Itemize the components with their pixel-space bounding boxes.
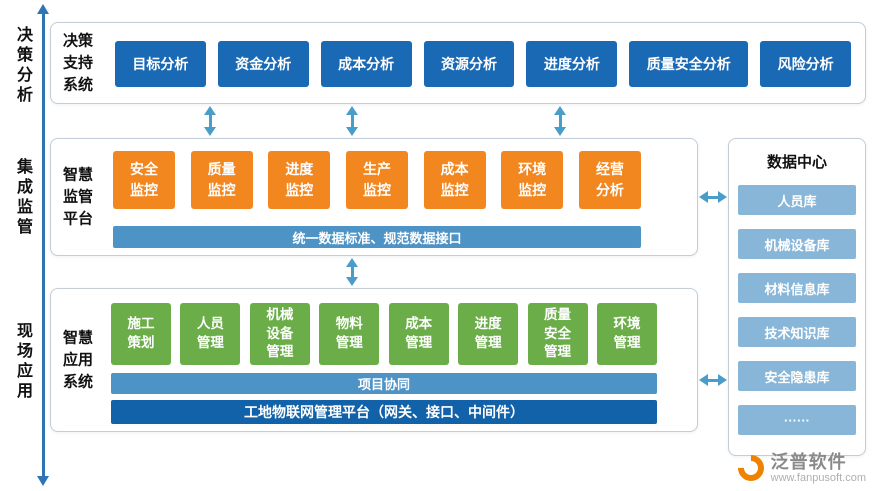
analysis-module-row: 目标分析资金分析成本分析资源分析进度分析质量安全分析风险分析 bbox=[115, 41, 852, 87]
monitor-module: 环境 监控 bbox=[501, 151, 564, 209]
manage-module: 质量 安全 管理 bbox=[527, 303, 588, 365]
analysis-module: 成本分析 bbox=[320, 41, 412, 87]
data-center-panel: 数据中心 人员库机械设备库材料信息库技术知识库安全隐患库 ······ bbox=[728, 138, 866, 456]
side-label-onsite-application: 现场应用 bbox=[14, 322, 31, 402]
monitor-module: 质量 监控 bbox=[190, 151, 253, 209]
smart-application-section-label: 智慧 应用 系统 bbox=[62, 329, 93, 390]
database-item: 技术知识库 bbox=[738, 317, 856, 347]
database-item: 人员库 bbox=[738, 185, 856, 215]
arrow-down-icon bbox=[37, 476, 49, 486]
monitor-module: 成本 监控 bbox=[423, 151, 486, 209]
database-item: 材料信息库 bbox=[738, 273, 856, 303]
data-center-list: 人员库机械设备库材料信息库技术知识库安全隐患库 ······ bbox=[729, 172, 865, 435]
manage-module: 施工 策划 bbox=[111, 303, 171, 365]
watermark-url: www.fanpusoft.com bbox=[770, 472, 866, 485]
double-arrow-horizontal-icon bbox=[699, 374, 727, 387]
database-item: 安全隐患库 bbox=[738, 361, 856, 391]
decision-support-section-label: 决策 支持 系统 bbox=[62, 32, 93, 93]
analysis-module: 资金分析 bbox=[217, 41, 309, 87]
smart-application-section: 智慧 应用 系统 施工 策划人员 管理机械 设备 管理物料 管理成本 管理进度 … bbox=[50, 288, 698, 432]
unified-data-standard-bar: 统一数据标准、规范数据接口 bbox=[113, 226, 641, 248]
database-item: ······ bbox=[738, 405, 856, 435]
double-arrow-vertical-icon bbox=[346, 258, 359, 286]
data-center-title: 数据中心 bbox=[766, 154, 827, 171]
watermark-brand: 泛普软件 bbox=[770, 451, 847, 472]
manage-module: 成本 管理 bbox=[388, 303, 449, 365]
smart-supervision-section: 智慧 监管 平台 安全 监控质量 监控进度 监控生产 监控成本 监控环境 监控经… bbox=[50, 138, 698, 256]
double-arrow-vertical-icon bbox=[554, 106, 567, 136]
analysis-module: 资源分析 bbox=[423, 41, 515, 87]
analysis-module: 进度分析 bbox=[526, 41, 618, 87]
manage-module: 进度 管理 bbox=[458, 303, 519, 365]
monitor-module: 安全 监控 bbox=[113, 151, 175, 209]
manage-module: 物料 管理 bbox=[319, 303, 380, 365]
double-arrow-vertical-icon bbox=[204, 106, 217, 136]
watermark: 泛普软件 www.fanpusoft.com bbox=[732, 449, 866, 487]
monitor-module-row: 安全 监控质量 监控进度 监控生产 监控成本 监控环境 监控经营 分析 bbox=[113, 151, 641, 209]
monitor-module: 经营 分析 bbox=[578, 151, 641, 209]
manage-module: 机械 设备 管理 bbox=[249, 303, 310, 365]
project-collaboration-bar: 项目协同 bbox=[111, 373, 657, 394]
iot-platform-bar: 工地物联网管理平台（网关、接口、中间件） bbox=[111, 400, 657, 424]
manage-module-row: 施工 策划人员 管理机械 设备 管理物料 管理成本 管理进度 管理质量 安全 管… bbox=[111, 303, 657, 365]
analysis-module: 质量安全分析 bbox=[629, 41, 749, 87]
side-label-integrated-supervision: 集成监管 bbox=[14, 158, 31, 238]
fanpu-logo-icon bbox=[732, 449, 770, 487]
monitor-module: 进度 监控 bbox=[268, 151, 331, 209]
manage-module: 人员 管理 bbox=[180, 303, 241, 365]
smart-supervision-section-label: 智慧 监管 平台 bbox=[62, 166, 93, 227]
flow-line bbox=[42, 14, 45, 476]
arrow-up-icon bbox=[37, 4, 49, 14]
analysis-module: 风险分析 bbox=[760, 41, 852, 87]
database-item: 机械设备库 bbox=[738, 229, 856, 259]
analysis-module: 目标分析 bbox=[115, 41, 206, 87]
monitor-module: 生产 监控 bbox=[345, 151, 408, 209]
decision-support-section: 决策 支持 系统 目标分析资金分析成本分析资源分析进度分析质量安全分析风险分析 bbox=[50, 22, 866, 104]
double-arrow-horizontal-icon bbox=[699, 191, 727, 204]
side-label-decision-analysis: 决策分析 bbox=[14, 26, 31, 106]
manage-module: 环境 管理 bbox=[596, 303, 657, 365]
double-arrow-vertical-icon bbox=[346, 106, 359, 136]
